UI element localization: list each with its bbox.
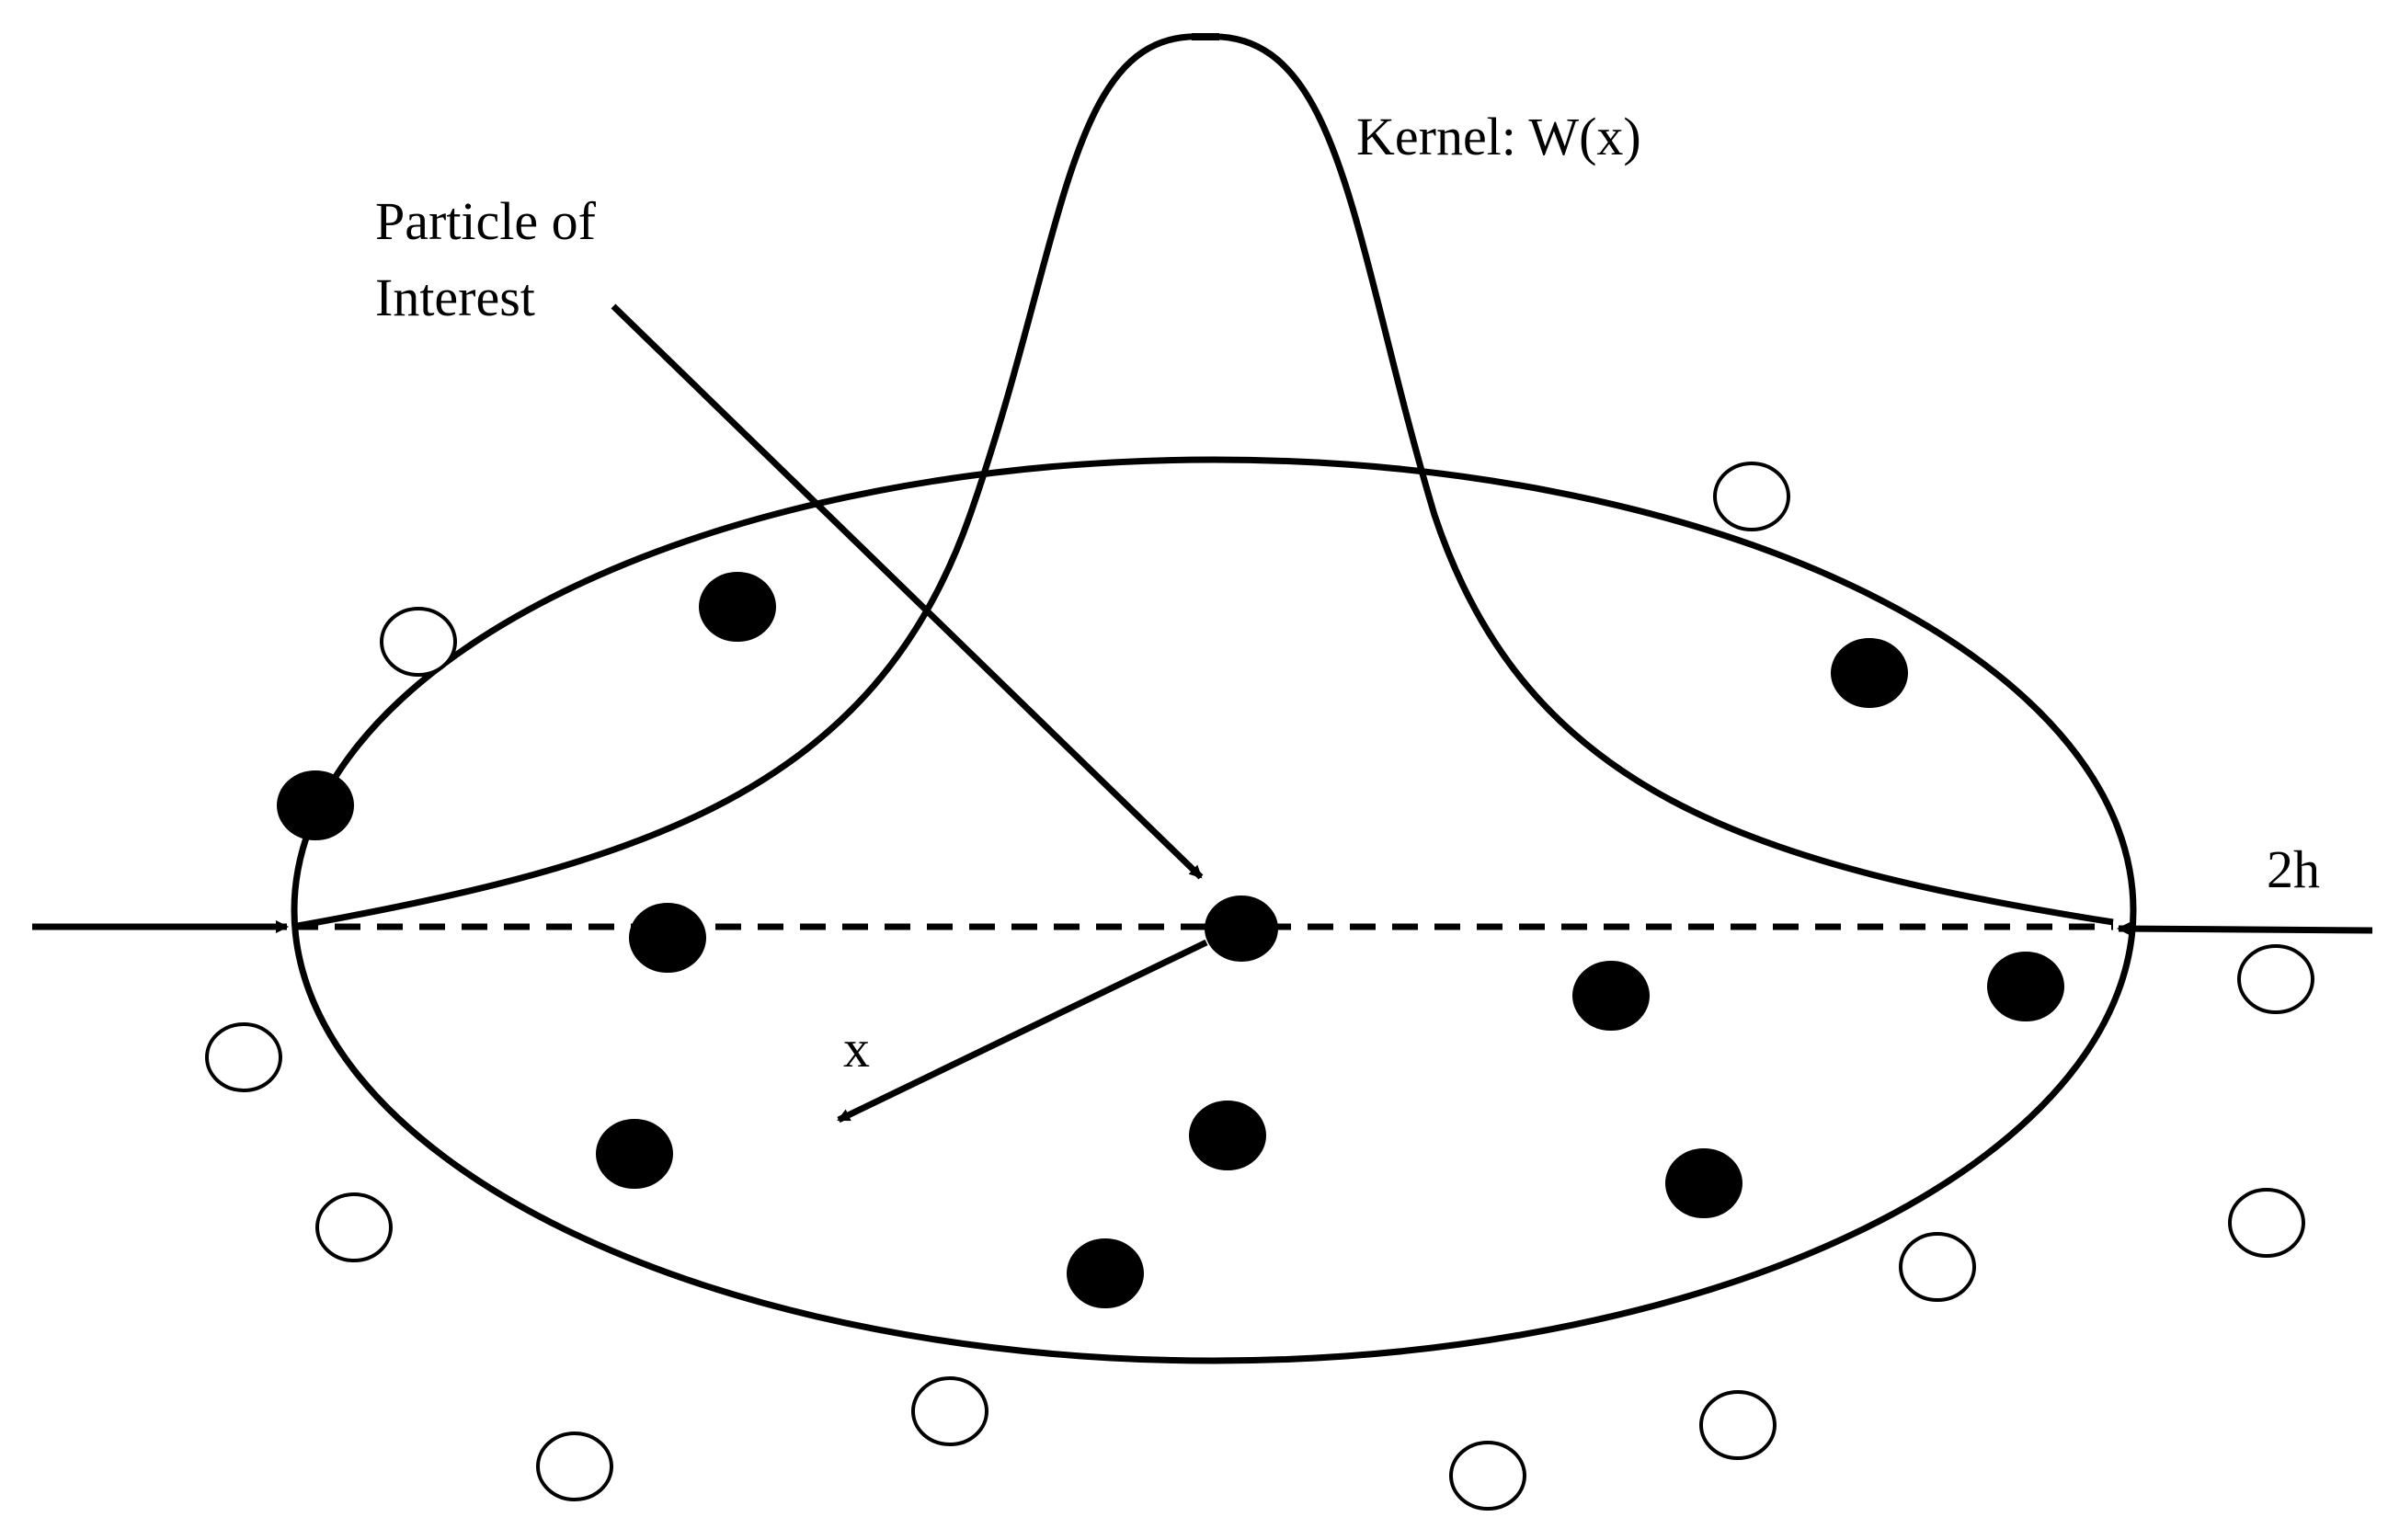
x-label: x [843, 1019, 870, 1078]
outside-particle [911, 1376, 988, 1446]
inside-particle [1665, 1148, 1742, 1218]
outside-particle [315, 1192, 393, 1262]
inside-particle [629, 903, 706, 973]
inside-particle [1831, 638, 1908, 708]
right-2h-arrow [2117, 922, 2373, 936]
particle-pointer-arrow [611, 303, 1204, 880]
outside-particle [1699, 1390, 1777, 1460]
x-distance-arrow [837, 939, 1208, 1124]
inside-particle [596, 1119, 673, 1189]
particle-of-interest [1205, 895, 1278, 962]
particle-label-line1: Particle of [375, 191, 597, 251]
outside-particle [1713, 462, 1790, 531]
inside-particle [277, 770, 354, 840]
inside-particle [1987, 952, 2064, 1021]
kernel-curve [291, 33, 2114, 930]
outside-particle [1899, 1232, 1976, 1302]
particle-label-line2: Interest [375, 268, 535, 327]
outside-particles [205, 462, 2314, 1511]
outside-particle [2237, 944, 2314, 1014]
inside-particle [1067, 1238, 1144, 1308]
outside-particle [205, 1022, 282, 1092]
outside-particle [1449, 1441, 1526, 1511]
outside-particle [536, 1432, 613, 1501]
inside-particle [699, 572, 776, 642]
inside-particle [1572, 961, 1650, 1031]
inside-particles [277, 572, 2064, 1308]
inside-particle [1189, 1101, 1266, 1170]
outside-particle [380, 607, 457, 677]
kernel-label: Kernel: W(x) [1356, 107, 1641, 166]
support-domain-ellipse [291, 456, 2137, 1364]
two-h-label: 2h [2267, 839, 2320, 899]
outside-particle [2228, 1188, 2305, 1258]
